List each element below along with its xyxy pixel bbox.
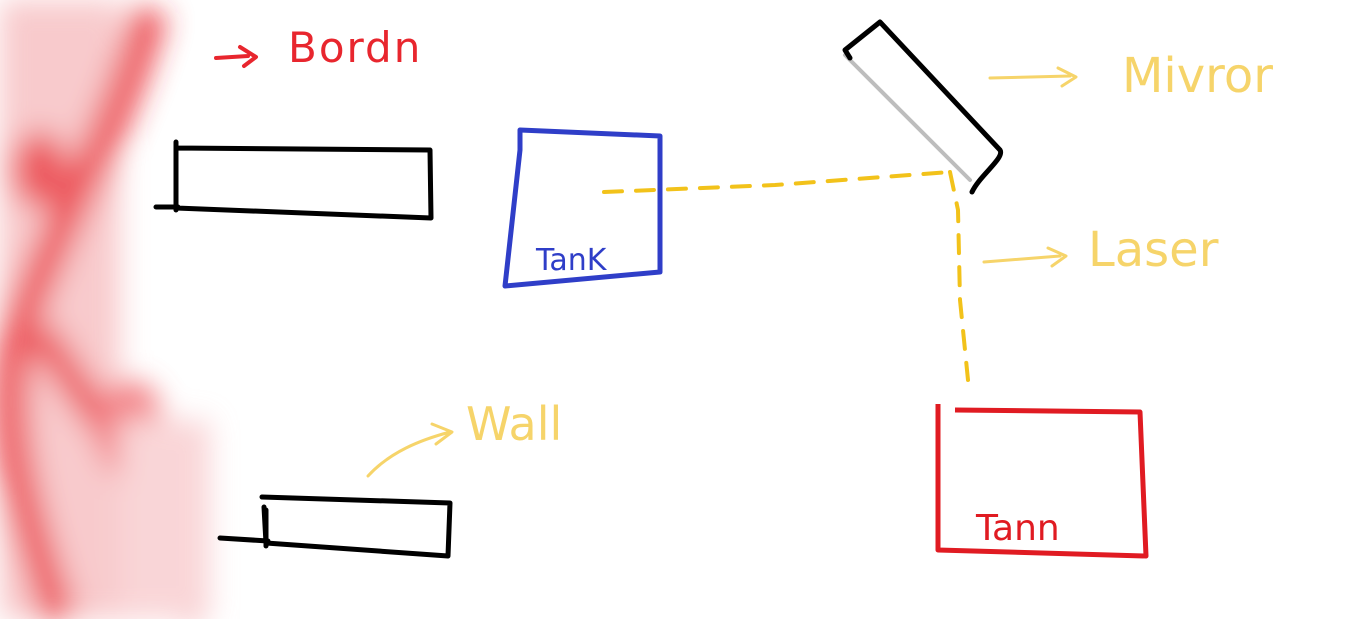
tank-red-label: Tann: [975, 508, 1060, 549]
mirror-annotation: Mivror: [988, 48, 1273, 104]
border-label: Bordn: [288, 23, 422, 72]
laser-annotation: Laser: [982, 222, 1219, 278]
laser-label: Laser: [1088, 222, 1219, 278]
right-arrow-icon: [982, 246, 1068, 268]
wall-annotation: Wall: [366, 397, 562, 478]
wall-lower: [217, 494, 453, 559]
wall-label: Wall: [466, 397, 562, 451]
right-arrow-icon: [988, 66, 1078, 88]
right-arrow-icon: [366, 422, 454, 478]
border-annotation: Bordn: [214, 23, 422, 72]
tank-red: Tann: [935, 404, 1149, 559]
right-arrow-icon: [214, 45, 258, 68]
tank-blue: TanK: [502, 127, 663, 289]
mirror: [842, 19, 1004, 195]
border-band: [0, 0, 210, 619]
tank-blue-label: TanK: [535, 243, 608, 278]
laser-beam: [602, 170, 970, 382]
mirror-label: Mivror: [1122, 48, 1273, 104]
wall-upper: [153, 139, 434, 221]
